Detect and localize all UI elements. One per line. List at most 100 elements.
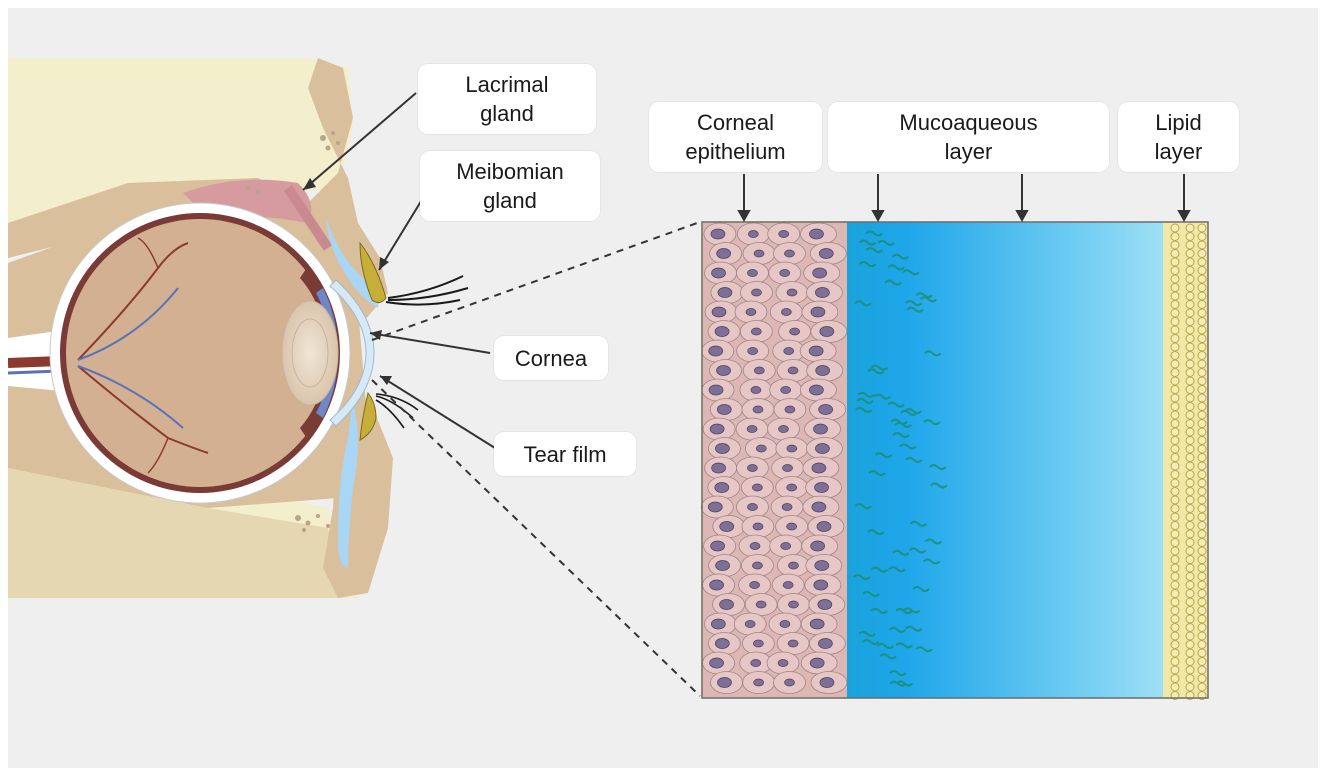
cell-nucleus: [745, 621, 755, 628]
lipid-droplet: [1171, 683, 1179, 691]
lipid-droplet: [1198, 564, 1206, 572]
lipid-droplet: [1198, 386, 1206, 394]
lipid-droplet: [1198, 241, 1206, 249]
lipid-droplet: [1171, 632, 1179, 640]
lipid-droplet: [1171, 428, 1179, 436]
cell-nucleus: [748, 348, 758, 355]
cell-nucleus: [787, 445, 797, 452]
lipid-droplet: [1198, 403, 1206, 411]
lipid-droplet: [1198, 369, 1206, 377]
cell-nucleus: [788, 601, 798, 608]
cell-nucleus: [747, 504, 757, 511]
cell-nucleus: [815, 561, 829, 571]
lens: [282, 301, 338, 405]
upper-eyelashes: [386, 276, 468, 305]
lipid-droplet: [1198, 411, 1206, 419]
lipid-droplet: [1171, 241, 1179, 249]
lipid-droplet: [1171, 394, 1179, 402]
lipid-droplet: [1186, 471, 1194, 479]
lipid-droplet: [1198, 394, 1206, 402]
meibomian-gland-label: Meibomian gland: [420, 151, 600, 221]
cell-nucleus: [818, 639, 832, 649]
lipid-droplet: [1198, 352, 1206, 360]
lipid-droplet: [1171, 292, 1179, 300]
lipid-droplet: [1171, 445, 1179, 453]
cell-nucleus: [779, 231, 789, 238]
lipid-droplet: [1198, 284, 1206, 292]
lipid-droplet: [1186, 403, 1194, 411]
cell-nucleus: [788, 562, 798, 569]
lipid-droplet: [1171, 352, 1179, 360]
lipid-droplet: [1186, 224, 1194, 232]
lipid-droplet: [1186, 292, 1194, 300]
lipid-droplet: [1186, 352, 1194, 360]
cell-nucleus: [752, 484, 762, 491]
lipid-droplet: [1198, 683, 1206, 691]
lipid-droplet: [1198, 632, 1206, 640]
cell-nucleus: [720, 600, 734, 610]
cell-nucleus: [708, 502, 722, 512]
lipid-droplet: [1171, 530, 1179, 538]
cell-nucleus: [815, 288, 829, 298]
cell-nucleus: [718, 678, 732, 688]
cell-nucleus: [716, 561, 730, 571]
lipid-droplet: [1171, 488, 1179, 496]
meibomian-leader: [379, 198, 423, 270]
cell-nucleus: [756, 601, 766, 608]
cell-nucleus: [788, 367, 798, 374]
lipid-droplet: [1171, 539, 1179, 547]
lipid-droplet: [1171, 258, 1179, 266]
lipid-droplet: [1186, 556, 1194, 564]
cell-nucleus: [810, 619, 824, 629]
cell-nucleus: [717, 405, 731, 415]
lipid-droplet: [1186, 598, 1194, 606]
lipid-droplet: [1198, 335, 1206, 343]
lipid-droplet: [1198, 649, 1206, 657]
cell-nucleus: [747, 270, 757, 277]
lipid-droplet: [1186, 615, 1194, 623]
lipid-droplet: [1198, 258, 1206, 266]
lipid-droplet: [1186, 335, 1194, 343]
cell-nucleus: [715, 444, 729, 454]
lipid-droplet: [1186, 454, 1194, 462]
cell-nucleus: [820, 327, 834, 337]
lipid-droplet: [1186, 420, 1194, 428]
lipid-droplet: [1171, 233, 1179, 241]
lipid-droplet: [1186, 233, 1194, 241]
cell-nucleus: [710, 424, 724, 434]
lipid-droplet: [1198, 479, 1206, 487]
lipid-droplet: [1198, 522, 1206, 530]
lipid-droplet: [1198, 250, 1206, 258]
lipid-droplet: [1198, 641, 1206, 649]
cell-nucleus: [784, 348, 794, 355]
lipid-droplet: [1171, 403, 1179, 411]
cell-nucleus: [785, 406, 795, 413]
cell-nucleus: [814, 424, 828, 434]
lipid-droplet: [1198, 301, 1206, 309]
lipid-droplet: [1186, 675, 1194, 683]
cell-nucleus: [812, 463, 826, 473]
cell-nucleus: [790, 328, 800, 335]
lipid-droplet: [1198, 666, 1206, 674]
cell-nucleus: [715, 639, 729, 649]
lipid-droplet: [1186, 505, 1194, 513]
cell-nucleus: [809, 346, 823, 356]
cell-nucleus: [751, 660, 761, 667]
lipid-droplet: [1198, 556, 1206, 564]
lipid-droplet: [1198, 292, 1206, 300]
lipid-droplet: [1171, 275, 1179, 283]
cell-nucleus: [817, 522, 831, 532]
lipid-droplet: [1171, 301, 1179, 309]
cell-nucleus: [712, 463, 726, 473]
cell-nucleus: [751, 328, 761, 335]
lipid-droplet: [1171, 581, 1179, 589]
cell-nucleus: [809, 385, 823, 395]
lipid-droplet: [1171, 556, 1179, 564]
lipid-droplet: [1198, 496, 1206, 504]
lacrimal-gland-label: Lacrimal gland: [418, 64, 596, 134]
cell-nucleus: [710, 658, 724, 668]
cell-nucleus: [753, 406, 763, 413]
lipid-droplet: [1171, 564, 1179, 572]
cell-nucleus: [720, 522, 734, 532]
lipid-droplet: [1186, 309, 1194, 317]
